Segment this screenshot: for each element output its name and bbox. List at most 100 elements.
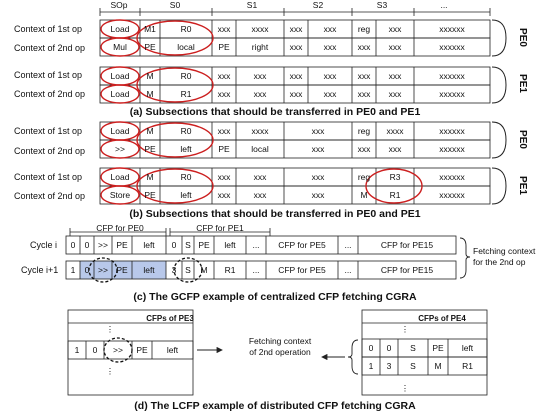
context-cell: xxx [217, 125, 231, 136]
pe3-dots-bottom: ⋮ [105, 366, 115, 376]
highlight-ellipse-mul [100, 37, 140, 57]
context-cell: xxx [311, 125, 325, 136]
dashed-ellipse-s [173, 257, 203, 283]
pe4-cfp-cell: 1 [368, 360, 374, 371]
context-cell: PE [144, 189, 156, 200]
context-cell: reg [357, 171, 371, 182]
caption-b: (b) Subsections that should be transferr… [129, 208, 421, 220]
cfp-cell: 1 [70, 264, 76, 275]
cfp-header-pe1: CFP for PE1 [196, 223, 244, 233]
highlight-ellipse-s3 [365, 168, 423, 204]
context-cell: >> [115, 143, 125, 154]
highlight-ellipse-s0 [136, 122, 214, 158]
context-cell: xxx [217, 171, 231, 182]
row-label: Context of 2nd op [14, 43, 86, 53]
context-cell: xxx [357, 88, 371, 99]
note-fetching-context-d: Fetching context [248, 336, 312, 346]
pe4-cfp-cell: S [410, 360, 416, 371]
col-header-sop: SOp [110, 0, 128, 10]
cfp-cell: 0 [84, 239, 90, 250]
col-header-s3: S3 [376, 0, 388, 10]
context-cell: xxxxxx [439, 23, 465, 34]
cfp-cell: ... [344, 264, 352, 275]
context-cell: xxx [217, 189, 231, 200]
context-cell: right [251, 41, 269, 52]
context-cell: Load [110, 23, 130, 34]
context-cell: R0 [180, 70, 192, 81]
context-cell: xxx [357, 143, 371, 154]
cfp-cell: S [185, 264, 191, 275]
context-cell: xxx [253, 88, 267, 99]
row-label: Context of 2nd op [14, 146, 86, 156]
context-cell: M [360, 189, 368, 200]
col-header-ellipsis: ... [440, 0, 448, 10]
pe4-cfp-cell: 0 [368, 342, 374, 353]
dashed-ellipse-shift [88, 257, 118, 283]
cfp-cell: >> [98, 264, 108, 275]
bracket-pe1: PE1 [516, 176, 528, 195]
cfp-cell: ... [252, 239, 260, 250]
context-cell: M [146, 88, 154, 99]
context-cell: xxxxxx [439, 143, 465, 154]
col-header-s2: S2 [312, 0, 324, 10]
cfp-cell: left [143, 239, 155, 250]
context-cell: PE [144, 41, 156, 52]
context-cell: left [180, 143, 192, 154]
context-cell: xxx [323, 23, 337, 34]
row-label: Context of 2nd op [14, 89, 86, 99]
context-cell: R0 [180, 125, 192, 136]
context-cell: xxx [323, 41, 337, 52]
pe3-cfp-cell: 1 [74, 344, 80, 355]
cfp-cell: 3 [171, 264, 177, 275]
context-cell: M [146, 171, 154, 182]
highlight-ellipse-s0 [136, 20, 214, 56]
pe3-cfp-cell: PE [136, 344, 148, 355]
caption-d: (d) The LCFP example of distributed CFP … [134, 400, 416, 412]
cfp-cell: R1 [224, 264, 236, 275]
context-cell: left [180, 189, 192, 200]
context-cell: xxxxxx [439, 189, 465, 200]
context-cell: R1 [180, 88, 192, 99]
cfp-cell: left [143, 264, 155, 275]
context-cell: PE [218, 143, 230, 154]
context-cell: xxx [357, 70, 371, 81]
cfp-cell: CFP for PE15 [380, 264, 434, 275]
context-cell: reg [357, 125, 371, 136]
context-cell: xxx [311, 143, 325, 154]
context-cell: xxx [217, 88, 231, 99]
bracket-pe0: PE0 [516, 130, 528, 149]
cycle-i1-label: Cycle i+1 [21, 265, 59, 275]
context-cell: xxx [289, 41, 303, 52]
cfp-cell: CFP for PE15 [380, 239, 434, 250]
pe4-cfp-cell: R1 [462, 360, 473, 371]
row-label: Context of 2nd op [14, 191, 86, 201]
cfp-cell: 0 [84, 264, 90, 275]
context-cell: xxx [323, 88, 337, 99]
context-cell: xxxxxx [439, 88, 465, 99]
context-cell: xxxxxx [439, 171, 465, 182]
cfp-cell: CFP for PE5 [278, 264, 326, 275]
context-cell: xxx [388, 41, 402, 52]
context-cell: xxxxxx [439, 41, 465, 52]
context-cell: xxx [311, 189, 325, 200]
context-cell: xxx [388, 143, 402, 154]
context-cell: R0 [180, 171, 192, 182]
highlight-ellipse-load [100, 84, 140, 104]
context-cell: xxx [388, 23, 402, 34]
note-fetching-context: Fetching context [473, 246, 536, 256]
context-cell: R1 [389, 189, 401, 200]
cfp-cell: PE [116, 264, 128, 275]
bracket-pe1: PE1 [516, 74, 528, 93]
context-cell: xxx [289, 23, 303, 34]
note-of-2nd-operation: of 2nd operation [249, 347, 311, 357]
context-cell: M1 [144, 23, 156, 34]
context-cell: xxx [388, 70, 402, 81]
bracket-pe0: PE0 [516, 28, 528, 47]
pe3-cfp-cell: >> [113, 344, 123, 355]
pe3-title: CFPs of PE3 [146, 314, 194, 323]
pe4-dots-top: ⋮ [400, 324, 410, 334]
highlight-ellipse-store [100, 185, 140, 205]
context-cell: M [146, 70, 154, 81]
context-cell: PE [144, 143, 156, 154]
context-cell: xxx [311, 171, 325, 182]
